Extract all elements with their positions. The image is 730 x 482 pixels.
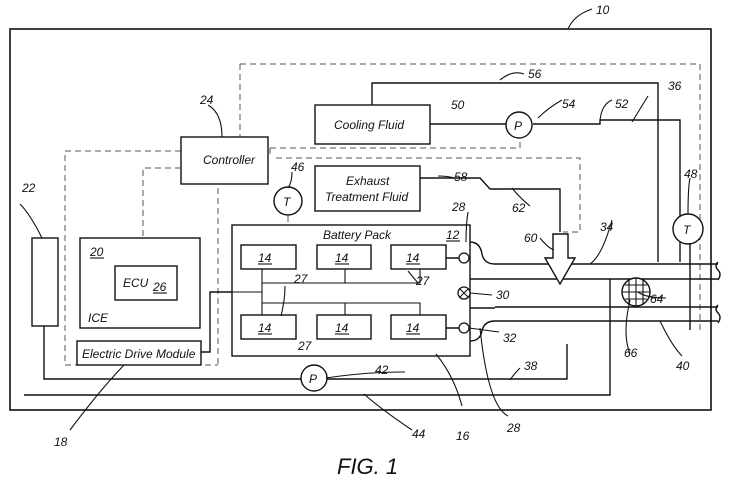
ref-14-d: 14	[258, 321, 272, 335]
port-upper	[458, 252, 470, 264]
valve-30	[457, 286, 471, 300]
ref-54: 54	[562, 97, 576, 111]
ref-27-b: 27	[415, 274, 431, 288]
ref-62: 62	[512, 201, 526, 215]
electric-drive-module-box	[76, 340, 202, 366]
ref-32: 32	[503, 331, 517, 345]
ref-44: 44	[412, 427, 426, 441]
ref-36: 36	[668, 79, 682, 93]
cooling-fluid-box	[314, 104, 431, 145]
ref-22: 22	[21, 181, 36, 195]
ecu-box	[114, 265, 178, 301]
cooling-fluid-label: Cooling Fluid	[334, 118, 404, 132]
ref-40: 40	[676, 359, 690, 373]
temperature-sensor-48-label: T	[683, 223, 692, 237]
ref-27-a: 27	[293, 272, 309, 286]
ref-46: 46	[291, 160, 305, 174]
ref-60: 60	[524, 231, 538, 245]
battery-pack-label: Battery Pack	[323, 228, 392, 242]
pump-54-label: P	[514, 119, 522, 133]
cell-module	[240, 244, 297, 270]
ref-52: 52	[615, 97, 629, 111]
cell-modules	[240, 244, 447, 340]
ref-12: 12	[446, 228, 460, 242]
ref-30: 30	[496, 288, 510, 302]
cell-module	[390, 314, 447, 340]
ref-34: 34	[600, 220, 614, 234]
ref-58: 58	[454, 170, 468, 184]
injector-arrow	[543, 233, 577, 286]
temperature-sensor-46-label: T	[283, 195, 292, 209]
ref-14-c: 14	[406, 251, 420, 265]
ref-50: 50	[451, 98, 465, 112]
ref-28-top: 28	[451, 200, 466, 214]
pump-54	[505, 111, 533, 139]
controller-label: Controller	[203, 153, 256, 167]
ref-56: 56	[528, 67, 542, 81]
fluid-lines	[24, 82, 721, 396]
ref-20: 20	[89, 245, 104, 259]
system-boundary	[9, 28, 712, 411]
ref-10: 10	[596, 3, 610, 17]
ref-38: 38	[524, 359, 538, 373]
leader-lines	[19, 8, 691, 431]
cell-module	[316, 244, 372, 270]
mixer-element	[621, 277, 651, 307]
reference-numerals: 10 22 24 56 36 50 54 52 58 46 48 62 28 1…	[21, 3, 698, 449]
numeral-underlines	[90, 240, 460, 335]
ref-27-c: 27	[297, 339, 313, 353]
cell-module	[390, 244, 447, 270]
module-interconnects	[232, 257, 470, 329]
ref-26: 26	[152, 280, 167, 294]
cell-module	[240, 314, 297, 340]
ref-14-b: 14	[335, 251, 349, 265]
ref-14-e: 14	[335, 321, 349, 335]
ref-64: 64	[650, 292, 664, 306]
ref-48: 48	[684, 167, 698, 181]
ref-28-bottom: 28	[506, 421, 521, 435]
ref-42: 42	[375, 363, 389, 377]
electric-drive-module-label: Electric Drive Module	[82, 347, 196, 361]
controller-box	[180, 136, 269, 185]
exhaust-treatment-fluid-box	[314, 165, 421, 212]
ice-label: ICE	[88, 311, 109, 325]
exhaust-label-line2: Treatment Fluid	[325, 190, 408, 204]
drive-unit-22	[31, 237, 59, 327]
port-lower	[458, 322, 470, 334]
ref-18: 18	[54, 435, 68, 449]
ref-16: 16	[456, 429, 470, 443]
ref-66: 66	[624, 346, 638, 360]
cell-module	[316, 314, 372, 340]
ref-14-f: 14	[406, 321, 420, 335]
ref-14-a: 14	[258, 251, 272, 265]
ref-24: 24	[199, 93, 214, 107]
exhaust-label-line1: Exhaust	[346, 174, 390, 188]
ecu-label: ECU	[123, 276, 149, 290]
pump-42-label: P	[309, 372, 317, 386]
figure-caption: FIG. 1	[337, 454, 398, 479]
